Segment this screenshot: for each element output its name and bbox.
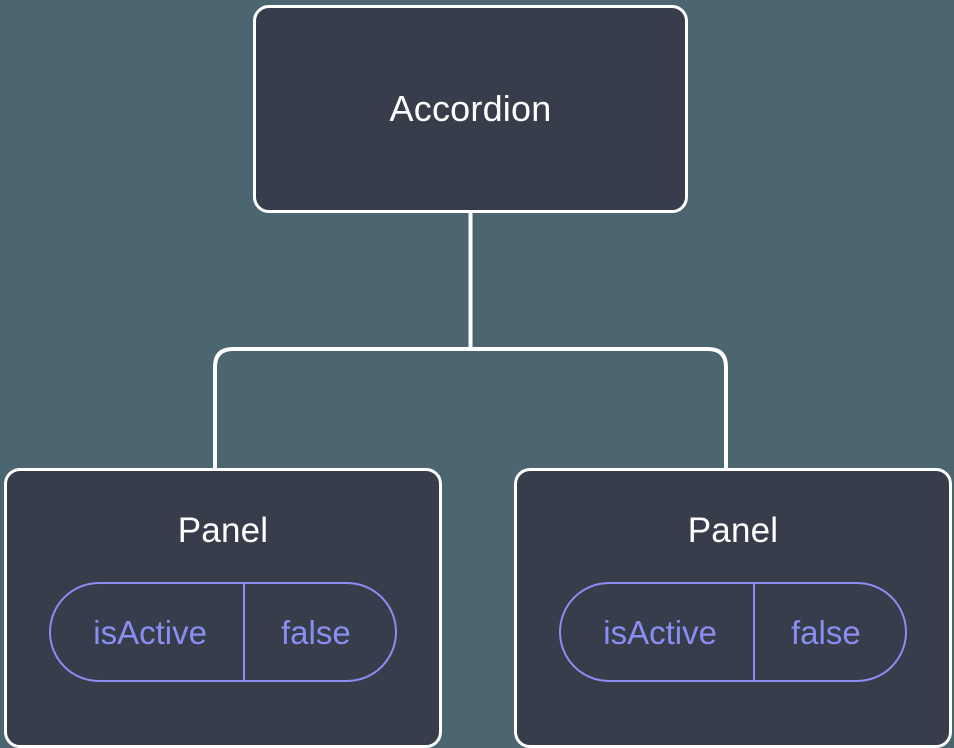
state-value-label: false bbox=[752, 584, 905, 680]
node-accordion-label: Accordion bbox=[389, 88, 552, 129]
state-value-label: false bbox=[242, 584, 395, 680]
state-key-label: isActive bbox=[93, 613, 207, 651]
node-panel-left[interactable]: Panel isActive false bbox=[4, 468, 442, 748]
state-badge-isactive-left[interactable]: isActive false bbox=[49, 582, 397, 682]
connector-branch-left bbox=[213, 347, 472, 470]
state-key-label: isActive bbox=[603, 613, 717, 651]
node-panel-left-label: Panel bbox=[177, 511, 269, 550]
node-accordion[interactable]: Accordion bbox=[253, 5, 688, 213]
node-panel-right[interactable]: Panel isActive false bbox=[514, 468, 952, 748]
state-badge-isactive-right[interactable]: isActive false bbox=[559, 582, 907, 682]
connector-branch-right bbox=[469, 347, 728, 470]
node-panel-right-label: Panel bbox=[687, 511, 779, 550]
